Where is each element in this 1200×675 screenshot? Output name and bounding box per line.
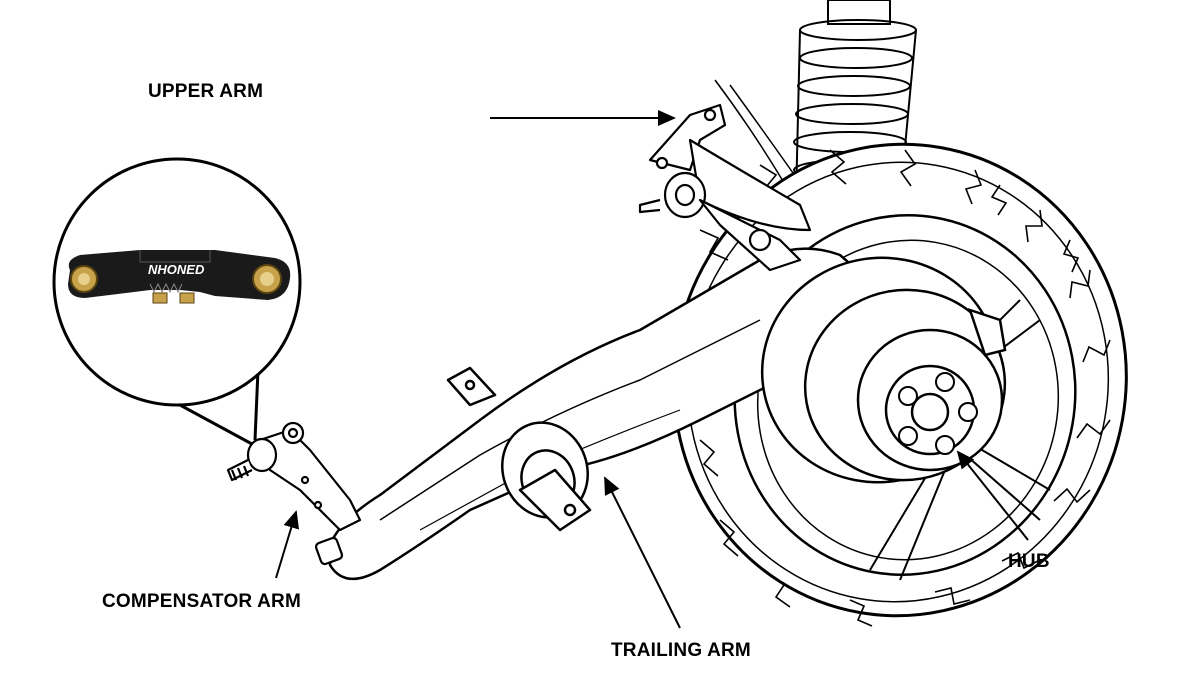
hub-arrow (956, 450, 1029, 541)
upper-arm-label: UPPER ARM (148, 81, 264, 102)
upper-arm-drawing (638, 103, 812, 272)
trailing-arm-arrow (604, 476, 681, 629)
trailing-arm-drawing (328, 247, 882, 580)
hub-label: HUB (1008, 551, 1050, 572)
brand-text: NHONED (148, 262, 205, 277)
leader-arrows (275, 110, 1029, 629)
inset-callout: NHONED (52, 157, 302, 446)
compensator-arm-drawing (226, 421, 362, 566)
compensator-arm-arrow (275, 510, 300, 579)
hub-drawing (760, 256, 1007, 484)
adjustable-arm-photo: NHONED (68, 250, 291, 304)
compensator-arm-label: COMPENSATOR ARM (102, 591, 301, 612)
trailing-arm-label: TRAILING ARM (611, 640, 751, 661)
